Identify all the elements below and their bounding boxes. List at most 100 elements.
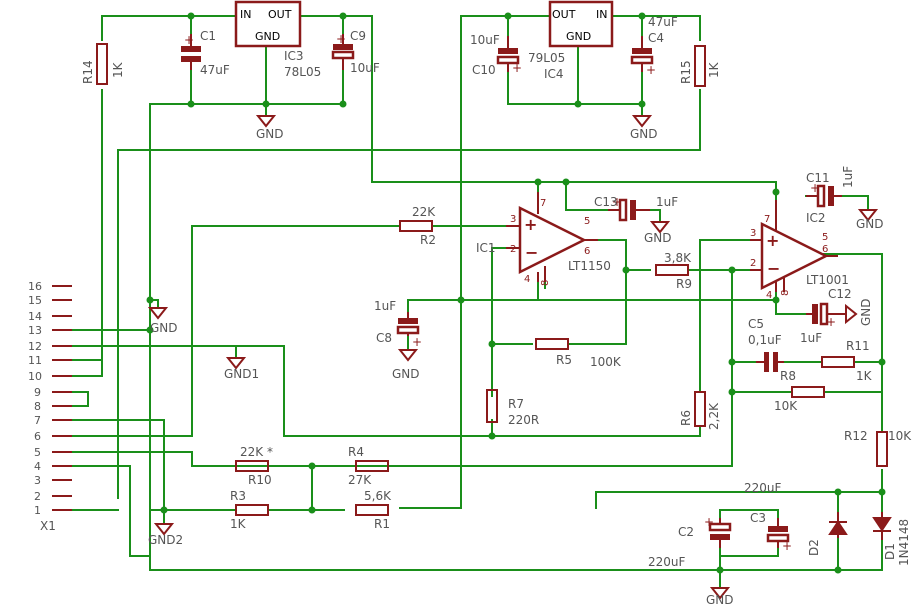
svg-text:3: 3 [750, 228, 756, 239]
c11-label: C11 [806, 171, 830, 185]
capacitor-c10: + 10uF C10 [470, 33, 522, 77]
r15-value: 1K [707, 61, 721, 78]
gnd-ic3-label: GND [256, 127, 284, 141]
diode-d1: D1 1N4148 [872, 512, 911, 566]
gnd-ic4: GND [630, 115, 658, 141]
c10-value: 10uF [470, 33, 500, 47]
r14-label: R14 [81, 60, 95, 84]
r6-value: 2,2K [707, 402, 721, 430]
connector-x1: 16 15 14 13 12 11 10 9 8 7 6 5 4 3 2 1 X… [28, 280, 72, 533]
r15-label: R15 [679, 60, 693, 84]
x1-pin-15: 15 [28, 294, 42, 307]
capacitor-c9: + C9 10uF [331, 29, 380, 75]
svg-text:5: 5 [822, 232, 828, 243]
svg-text:−: − [525, 243, 538, 262]
r10-label: R10 [248, 473, 272, 487]
opamp-ic2: + − 3 2 7 5 6 4 8 IC2 LT1001 [750, 200, 849, 301]
c12-label: C12 [828, 287, 852, 301]
r4-value: 27K [348, 473, 372, 487]
gnd-c12-label: GND [859, 298, 873, 326]
junction [878, 488, 886, 496]
junction [574, 100, 582, 108]
c4-label: C4 [648, 31, 664, 45]
capacitor-c4: + 47uF C4 [630, 15, 678, 77]
junction [534, 178, 542, 186]
capacitor-c13: + C13 1uF [594, 195, 678, 222]
regulator-ic3: IN OUT GND IC3 78L05 [234, 0, 321, 79]
ic4-label: IC4 [544, 67, 564, 81]
svg-text:+: + [612, 195, 622, 209]
svg-text:2: 2 [510, 244, 516, 255]
r10-value: 22K * [240, 445, 273, 459]
c2-value: 220uF [648, 555, 686, 569]
gnd-c13: GND [644, 221, 672, 245]
ic3-label: IC3 [284, 49, 304, 63]
svg-text:8: 8 [540, 280, 551, 286]
junction [339, 100, 347, 108]
ic3-pin-gnd: GND [255, 30, 280, 43]
x1-pin-3: 3 [34, 474, 41, 487]
gnd1: GND1 [224, 357, 259, 381]
r5-value: 100K [590, 355, 622, 369]
junction [160, 506, 168, 514]
opamp-ic1: + − 3 2 7 5 6 4 8 IC1 LT1150 [476, 192, 611, 286]
resistor-r12: R12 10K [844, 429, 912, 467]
r6-label: R6 [679, 410, 693, 426]
gnd-left: GND [147, 307, 178, 335]
ic3-value: 78L05 [284, 65, 321, 79]
r2-label: R2 [420, 233, 436, 247]
svg-text:3: 3 [510, 214, 516, 225]
gnd-ic4-label: GND [630, 127, 658, 141]
ic1-value: LT1150 [568, 259, 611, 273]
junction [638, 12, 646, 20]
r3-label: R3 [230, 489, 246, 503]
r7-label: R7 [508, 397, 524, 411]
svg-text:6: 6 [822, 244, 828, 255]
gnd-c8-label: GND [392, 367, 420, 381]
x1-pin-14: 14 [28, 310, 42, 323]
c2-label: C2 [678, 525, 694, 539]
junction [728, 388, 736, 396]
regulator-ic4: OUT IN GND 79L05 IC4 [528, 0, 614, 81]
r12-label: R12 [844, 429, 868, 443]
x1-pin-7: 7 [34, 414, 41, 427]
c11-value: 1uF [841, 166, 855, 188]
svg-text:6: 6 [584, 246, 590, 257]
c1-label: C1 [200, 29, 216, 43]
ic4-value: 79L05 [528, 51, 565, 65]
svg-text:+: + [646, 63, 656, 77]
svg-text:+: + [184, 33, 194, 47]
svg-text:+: + [336, 32, 346, 46]
svg-text:+: + [810, 181, 820, 195]
d1-label: D1 [883, 543, 897, 560]
junction [728, 266, 736, 274]
resistor-r7: R7 220R [486, 389, 539, 427]
gnd-c11: GND [856, 209, 884, 231]
ic1-label: IC1 [476, 241, 496, 255]
r3-value: 1K [230, 517, 247, 531]
junction [834, 566, 842, 574]
svg-text:4: 4 [766, 290, 772, 301]
junction [262, 100, 270, 108]
ic4-pin-gnd: GND [566, 30, 591, 43]
c9-value: 10uF [350, 61, 380, 75]
gnd-ic3: GND [255, 115, 284, 141]
svg-text:2: 2 [750, 258, 756, 269]
x1-pin-16: 16 [28, 280, 42, 293]
junction [308, 462, 316, 470]
junction [488, 340, 496, 348]
c3-label: C3 [750, 511, 766, 525]
c3-value: 220uF [744, 481, 782, 495]
capacitor-c12: + C12 1uF [800, 287, 852, 345]
r8-value: 10K [774, 399, 798, 413]
x1-pin-13: 13 [28, 324, 42, 337]
svg-text:+: + [782, 539, 792, 553]
junction [772, 188, 780, 196]
junction [772, 296, 780, 304]
r2-value: 22K [412, 205, 436, 219]
r14-value: 1K [111, 61, 125, 78]
svg-text:+: + [766, 231, 779, 250]
r1-label: R1 [374, 517, 390, 531]
capacitor-c1: + C1 47uF [181, 29, 230, 77]
x1-pin-5: 5 [34, 446, 41, 459]
